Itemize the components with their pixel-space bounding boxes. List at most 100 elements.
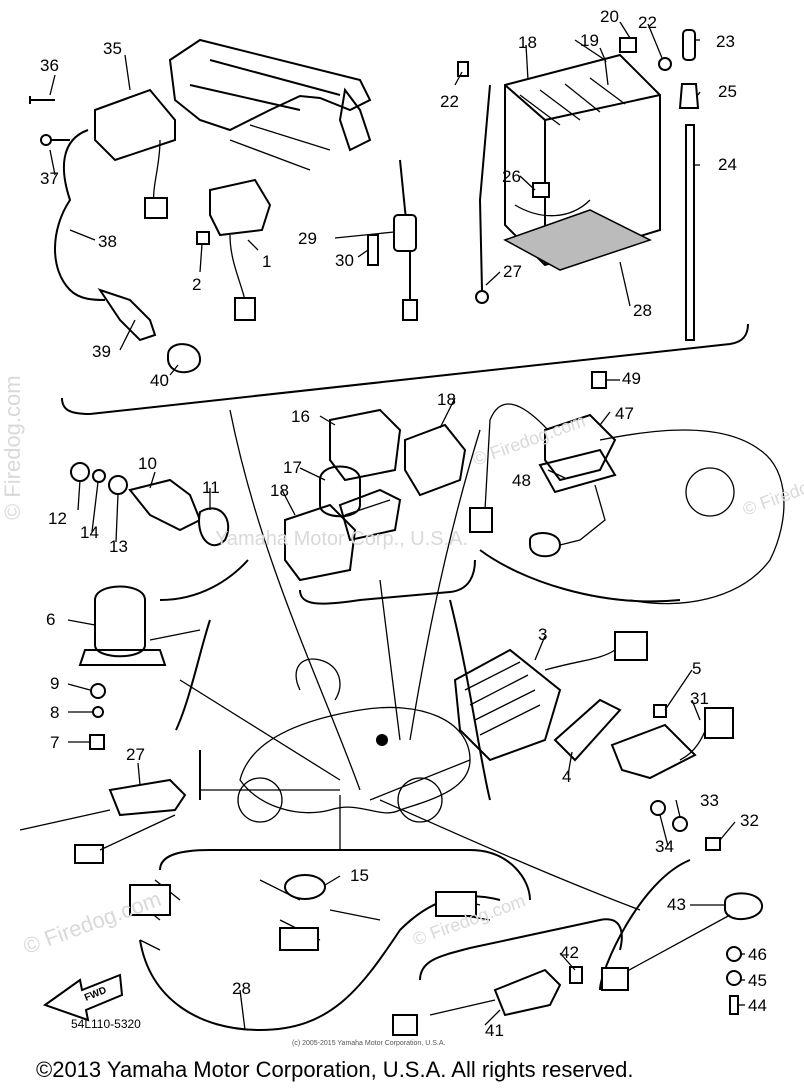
cap-42 xyxy=(167,343,202,374)
bolt-51 xyxy=(591,371,607,389)
callout-38: 36 xyxy=(40,56,59,75)
callout-25: 25 xyxy=(718,82,737,101)
callout-8: 8 xyxy=(50,703,60,722)
callout-9: 9 xyxy=(50,674,60,693)
washer-8 xyxy=(92,706,104,718)
callout-49: 47 xyxy=(615,404,634,423)
callout-16: 16 xyxy=(291,407,310,426)
nut-2 xyxy=(196,231,210,245)
region-divider-left-mid xyxy=(175,619,211,731)
washer-14 xyxy=(92,469,106,483)
relay-wires xyxy=(229,234,246,301)
washer-12 xyxy=(70,462,90,482)
callout-leaders xyxy=(49,21,745,1031)
neutral-switch-10 xyxy=(128,478,202,532)
nut-35 xyxy=(672,816,688,832)
region-divider-right xyxy=(479,549,681,603)
bolt-34 xyxy=(705,837,721,851)
callout-50: 48 xyxy=(512,471,531,490)
callout-47: 45 xyxy=(748,971,767,990)
callout-41: 39 xyxy=(92,342,111,361)
callout-7: 7 xyxy=(50,733,60,752)
callout-26: 26 xyxy=(502,167,521,186)
sensor-29-connector xyxy=(74,844,104,864)
motorcycle-center-part xyxy=(376,734,388,746)
bolt-46 xyxy=(729,995,739,1015)
callout-21: 20 xyxy=(600,7,619,26)
diagram-code: 54L110-5320 xyxy=(71,1017,141,1031)
harness-grommet-15 xyxy=(284,874,326,900)
starter-motor-shaft xyxy=(149,629,201,641)
callout-24: 24 xyxy=(718,155,737,174)
starter-motor-6 xyxy=(94,585,146,658)
callout-19: 18 xyxy=(518,33,537,52)
callout-39: 37 xyxy=(40,169,59,188)
callout-18-top: 18 xyxy=(437,390,456,409)
harness-connector-block xyxy=(129,884,171,916)
switch-43-connector xyxy=(392,1014,418,1036)
mini-copyright: (c) 2005-2015 Yamaha Motor Corporation, … xyxy=(292,1040,446,1047)
callout-34: 32 xyxy=(740,811,759,830)
battery-pad-28 xyxy=(503,209,652,271)
harness-connector-center xyxy=(279,927,319,951)
callout-45: 43 xyxy=(667,895,686,914)
battery-bracket xyxy=(168,38,372,132)
bolt-44 xyxy=(569,966,583,984)
relay-connector xyxy=(234,297,256,321)
bolt-5 xyxy=(653,704,667,718)
plug-lead xyxy=(54,129,106,301)
motorcycle-rear-wheel xyxy=(397,777,443,823)
starter-relay xyxy=(209,178,272,237)
nut-13 xyxy=(108,475,128,495)
callout-37: 35 xyxy=(103,39,122,58)
callout-3: 3 xyxy=(538,625,548,644)
starter-motor-flange xyxy=(78,649,167,666)
washer-36 xyxy=(650,800,666,816)
rectifier-fins xyxy=(464,661,541,736)
fuel-float xyxy=(529,532,562,558)
relay-17-base xyxy=(338,488,402,542)
callout-42: 40 xyxy=(150,371,169,390)
harness-connector-right xyxy=(435,891,477,917)
callout-33: 31 xyxy=(690,689,709,708)
callout-12: 12 xyxy=(48,509,67,528)
battery-lead-27 xyxy=(478,84,491,291)
callout-6: 6 xyxy=(46,610,56,629)
cover-18-top xyxy=(404,423,467,497)
callout-30: 28 xyxy=(232,979,251,998)
relay-17 xyxy=(319,465,361,518)
callout-29: 27 xyxy=(126,745,145,764)
cap-11 xyxy=(198,507,230,547)
callout-40: 38 xyxy=(98,232,117,251)
switch-43 xyxy=(493,968,562,1017)
solenoid-link xyxy=(344,499,391,516)
terminal-21 xyxy=(619,37,637,53)
unit-33 xyxy=(610,723,697,780)
ignition-coil xyxy=(94,88,176,162)
bolt-39 xyxy=(40,134,52,146)
fuel-sender-49 xyxy=(544,413,617,482)
battery-breather-clip xyxy=(532,182,550,198)
plug-cap xyxy=(97,288,157,342)
fuel-sender-wire xyxy=(484,403,549,511)
fuse-holder xyxy=(393,214,417,252)
fuse-32 xyxy=(367,234,379,266)
washer-48 xyxy=(726,946,742,962)
motorcycle-outline xyxy=(239,658,471,814)
fuel-tank-outline xyxy=(599,429,785,605)
fuel-sender-connector xyxy=(469,507,493,533)
callout-2: 2 xyxy=(192,275,202,294)
sensor-45-wire xyxy=(619,914,731,976)
rectifier-connector xyxy=(614,631,648,661)
battery-lead-terminal xyxy=(475,290,489,304)
region-divider-lower xyxy=(159,849,531,901)
battery-breather-26 xyxy=(514,199,591,217)
callout-13: 13 xyxy=(109,537,128,556)
callout-20: 19 xyxy=(580,31,599,50)
motorcycle-front-wheel xyxy=(237,777,283,823)
bracket-arm xyxy=(229,124,331,171)
callout-1: 1 xyxy=(262,252,272,271)
callout-27: 27 xyxy=(503,262,522,281)
switch-43-wire xyxy=(429,999,496,1016)
